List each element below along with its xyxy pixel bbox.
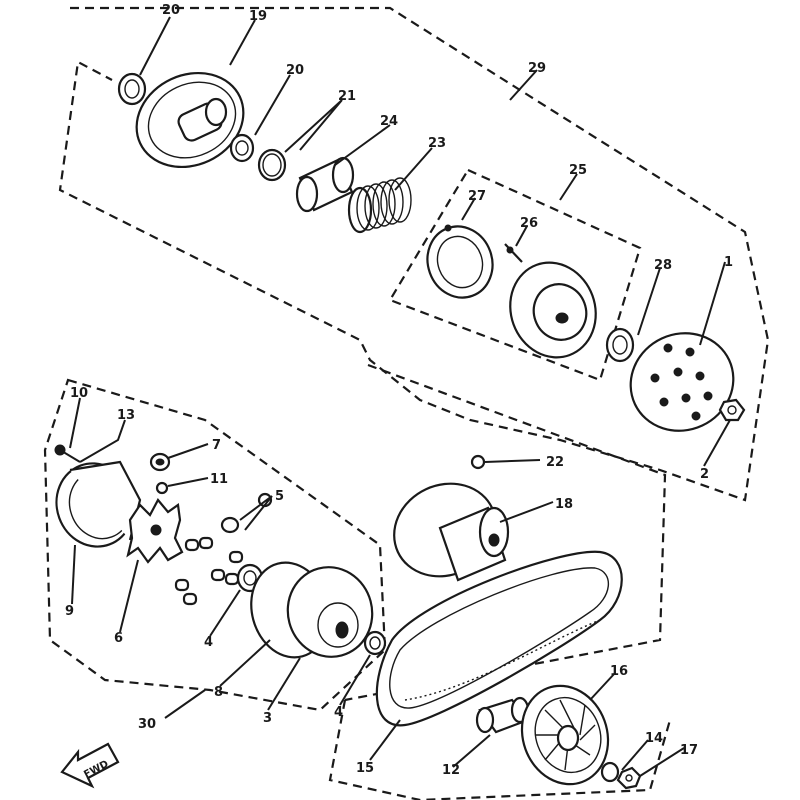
label-29: 29 — [528, 61, 546, 76]
pin-26 — [504, 243, 523, 263]
label-20-top: 20 — [162, 3, 180, 18]
label-25: 25 — [569, 163, 587, 178]
assembly-29-outline — [58, 6, 770, 502]
collar-12 — [475, 696, 530, 734]
label-8: 8 — [214, 685, 223, 700]
assembly-30-outline — [43, 378, 387, 712]
label-14: 14 — [645, 731, 663, 746]
assembly-25-outline — [388, 168, 642, 382]
assembly-lower-outline — [344, 363, 667, 702]
weight-5 — [220, 492, 273, 534]
label-30: 30 — [138, 717, 156, 732]
nut-17 — [616, 766, 642, 790]
label-10: 10 — [70, 386, 88, 401]
label-24: 24 — [380, 114, 398, 129]
compression-spring-23 — [347, 177, 412, 234]
forward-arrow: FWD — [60, 742, 120, 789]
assembly-bottom-outline — [328, 699, 672, 800]
label-5: 5 — [275, 489, 284, 504]
collar-4-lower — [363, 630, 387, 656]
label-4-lower: 4 — [334, 705, 343, 720]
leader-lines — [69, 16, 731, 777]
label-9: 9 — [65, 604, 74, 619]
label-2: 2 — [700, 467, 709, 482]
label-16: 16 — [610, 664, 628, 679]
oil-seal-20-second — [229, 133, 255, 163]
cover-9 — [55, 460, 142, 548]
label-12: 12 — [442, 763, 460, 778]
nut-2 — [718, 398, 746, 422]
label-4-upper: 4 — [204, 635, 213, 650]
label-15: 15 — [356, 761, 374, 776]
label-18: 18 — [555, 497, 573, 512]
label-28: 28 — [654, 258, 672, 273]
callout-labels: 20 19 20 29 21 24 23 25 27 26 28 1 2 22 … — [65, 3, 733, 778]
o-ring-21 — [257, 148, 287, 182]
primary-sliding-sheave-3 — [250, 561, 374, 659]
fixed-sheave-18 — [393, 482, 510, 582]
bolt-10 — [54, 444, 81, 463]
slider-7 — [149, 452, 171, 472]
label-1: 1 — [724, 255, 733, 270]
clutch-housing-1 — [629, 332, 735, 432]
oil-seal-28 — [605, 327, 635, 363]
label-22: 22 — [546, 455, 564, 470]
label-21: 21 — [338, 89, 356, 104]
guide-collar-24 — [295, 156, 355, 213]
washer-14 — [600, 761, 620, 783]
cam-plate-6 — [126, 498, 184, 564]
label-19: 19 — [249, 9, 267, 24]
label-6: 6 — [114, 631, 123, 646]
slider-11 — [155, 481, 169, 495]
label-26: 26 — [520, 216, 538, 231]
oil-seal-20-top — [117, 72, 147, 106]
label-20-second: 20 — [286, 63, 304, 78]
fan-sheave-16 — [520, 684, 610, 786]
label-13: 13 — [117, 408, 135, 423]
clutch-carrier-25 — [509, 261, 597, 359]
v-belt-15 — [375, 550, 623, 727]
label-11: 11 — [210, 472, 228, 487]
label-17: 17 — [680, 743, 698, 758]
roller-weights — [174, 536, 244, 606]
label-7: 7 — [212, 438, 221, 453]
label-3: 3 — [263, 711, 272, 726]
spring-seat-27 — [426, 224, 494, 299]
sliding-sheave-19 — [135, 71, 245, 169]
label-23: 23 — [428, 136, 446, 151]
washer-22 — [470, 454, 486, 470]
label-27: 27 — [468, 189, 486, 204]
